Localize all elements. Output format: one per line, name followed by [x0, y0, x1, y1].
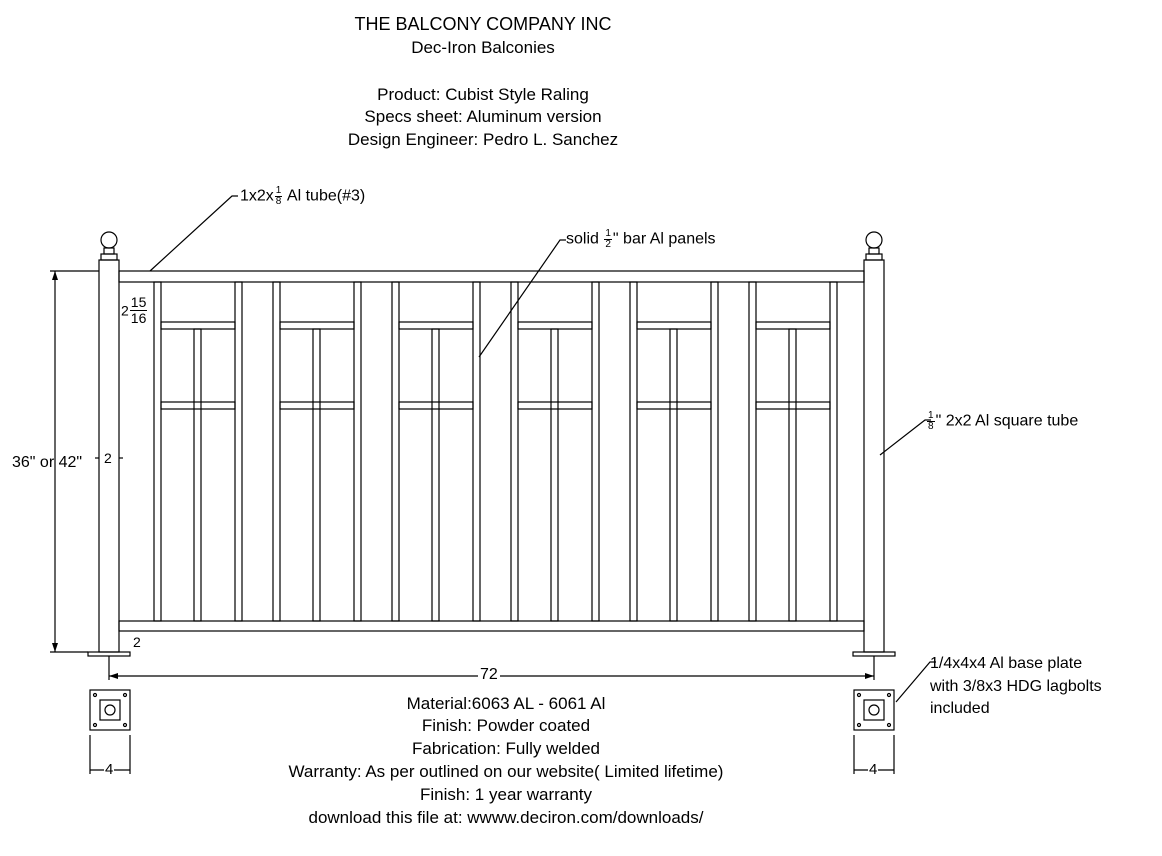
left-base-plate-plan: [89, 689, 131, 731]
download-link[interactable]: download this file at: wwww.deciron.com/…: [308, 808, 704, 827]
right-post: [863, 259, 885, 653]
right-base-plate-plan: [853, 689, 895, 731]
warranty-note: Warranty: As per outlined on our website…: [288, 762, 724, 781]
height-dimension-label: 36" or 42": [12, 454, 83, 471]
post-width-label: 2: [103, 448, 113, 468]
division-name: Dec-Iron Balconies: [411, 38, 555, 57]
cubist-panels: [160, 321, 831, 622]
base-plate-callout-line2: with 3/8x3 HDG lagbolts: [930, 678, 1102, 695]
base-plate-callout-line3: included: [930, 700, 990, 717]
span-dimension-label: 72: [478, 665, 500, 685]
right-base-plate-profile: [852, 651, 896, 657]
specs-line: Specs sheet: Aluminum version: [364, 107, 602, 126]
right-post-cap-base: [865, 253, 883, 261]
vertical-bars: [153, 281, 838, 622]
base-plate-leader: [895, 661, 936, 703]
product-line: Product: Cubist Style Raling: [377, 85, 589, 104]
top-rail-leader: [149, 195, 238, 272]
base-plate-callout-line1: 1/4x4x4 Al base plate: [930, 655, 1083, 672]
right-plate-dimension: 4: [868, 760, 879, 780]
bottom-rail: [118, 620, 865, 632]
engineer-line: Design Engineer: Pedro L. Sanchez: [347, 130, 619, 149]
right-post-cap-ball: [865, 231, 883, 249]
company-name: THE BALCONY COMPANY INC: [354, 14, 612, 34]
left-base-plate-profile: [87, 651, 131, 657]
fabrication-note: Fabrication: Fully welded: [411, 739, 601, 758]
left-plate-dimension: 4: [104, 760, 115, 780]
left-post-cap-ball: [100, 231, 118, 249]
finish-warranty-note: Finish: 1 year warranty: [420, 785, 592, 804]
top-rail: [118, 270, 865, 283]
left-post-cap-base: [100, 253, 118, 261]
bottom-gap-label: 2: [133, 634, 141, 650]
post-leader: [879, 419, 931, 456]
left-post-cap-neck: [103, 247, 115, 255]
finish-note: Finish: Powder coated: [421, 716, 591, 735]
material-note: Material:6063 AL - 6061 Al: [406, 694, 606, 713]
panels-leader: [478, 239, 566, 358]
right-post-cap-neck: [868, 247, 880, 255]
